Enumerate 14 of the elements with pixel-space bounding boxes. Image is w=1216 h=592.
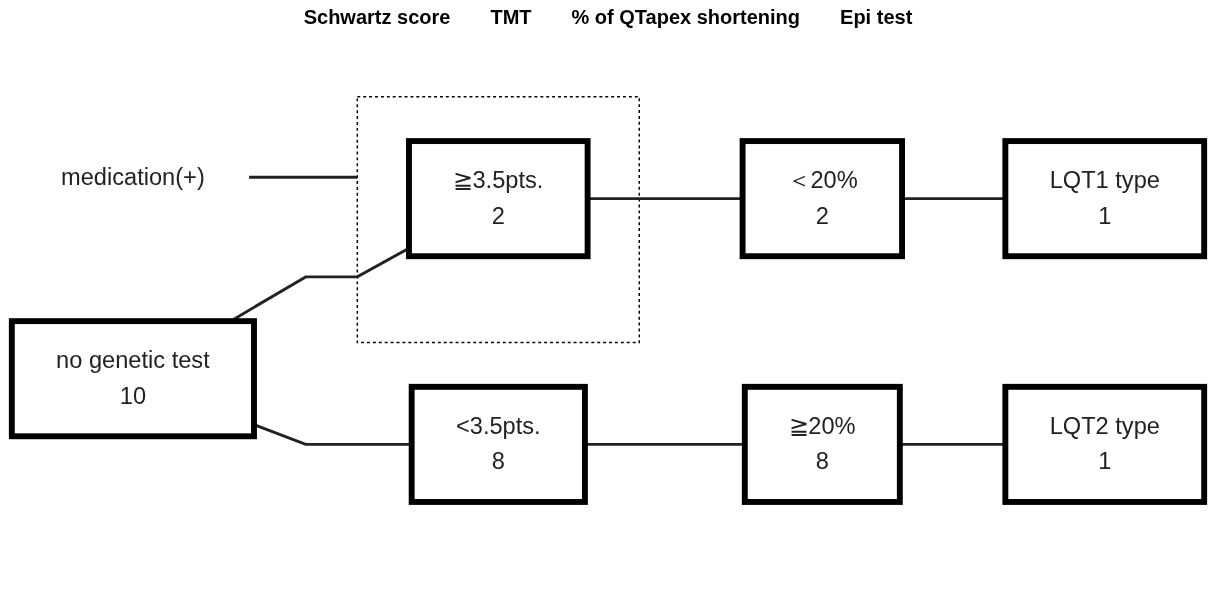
connector (249, 175, 358, 179)
node-box: LQT1 type 1 (1002, 137, 1208, 259)
column-heading: % of QTapex shortening (571, 6, 801, 29)
node-box: LQT2 type 1 (1002, 383, 1208, 505)
column-heading: Epi test (840, 6, 913, 29)
node-box: no genetic test 10 (8, 317, 257, 439)
column-heading: TMT (490, 6, 532, 29)
column-heading: Schwartz score (303, 6, 451, 29)
node-text: medication(+) (61, 163, 205, 189)
node-box: ＜20% 2 (739, 137, 905, 259)
node-box: <3.5pts. 8 (408, 383, 588, 505)
node-box: ≧3.5pts. 2 (406, 137, 591, 259)
cluster (356, 95, 640, 343)
node-box: ≧20% 8 (741, 383, 903, 505)
